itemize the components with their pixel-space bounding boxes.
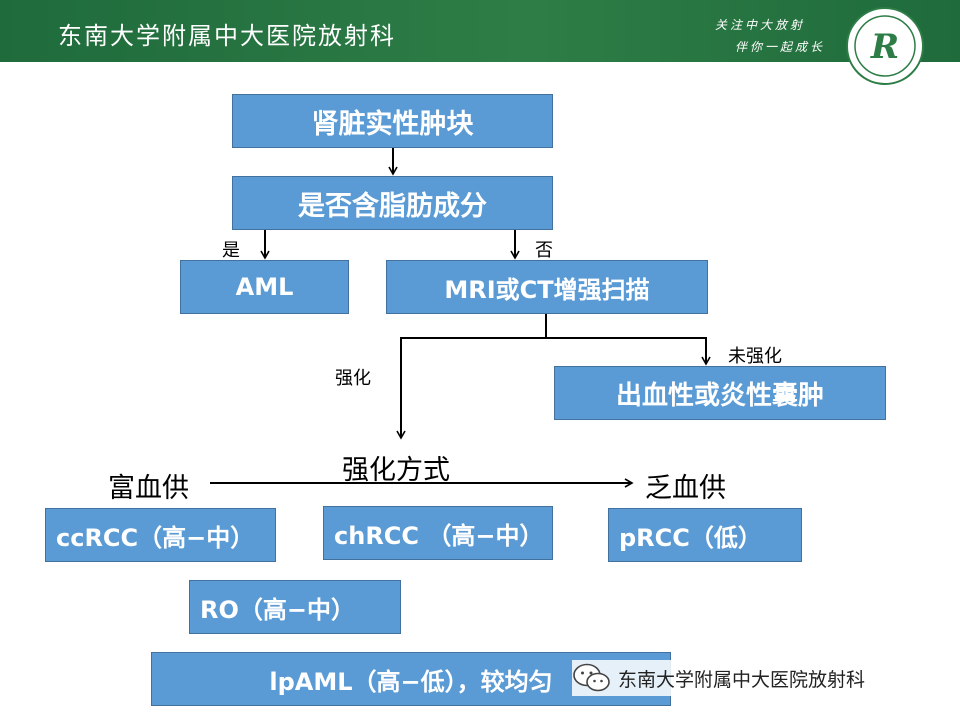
label-hypervascular: 富血供: [108, 473, 189, 504]
connector-unenhanced: [546, 337, 711, 366]
label-enhancement-pattern: 强化方式: [342, 455, 450, 486]
hospital-logo-icon: R: [846, 7, 924, 85]
wechat-icon: [573, 663, 610, 692]
label-unenhanced: 未强化: [728, 346, 782, 367]
node-chrcc: chRCC （高−中）: [323, 506, 553, 560]
node-renal-solid-mass: 肾脏实性肿块: [232, 94, 553, 148]
node-hemorrhagic-cyst: 出血性或炎性囊肿: [554, 366, 886, 420]
header-title: 东南大学附属中大医院放射科: [58, 22, 396, 50]
node-mri-ct-scan: MRI或CT增强扫描: [386, 260, 708, 314]
slogan-line-1: 关注中大放射: [715, 18, 806, 32]
logo-letter: R: [870, 27, 899, 67]
slogan-line-2: 伴你一起成长: [735, 40, 826, 54]
label-no: 否: [535, 240, 553, 261]
label-enhanced: 强化: [335, 368, 371, 389]
node-ro: RO（高−中）: [189, 580, 401, 634]
wechat-watermark: 东南大学附属中大医院放射科: [572, 660, 870, 696]
node-aml: AML: [180, 260, 349, 314]
header-bar: 东南大学附属中大医院放射科 关注中大放射 伴你一起成长: [0, 0, 960, 62]
label-yes: 是: [222, 240, 240, 261]
label-hypovascular: 乏血供: [645, 473, 726, 504]
node-prcc: pRCC（低）: [608, 508, 802, 562]
watermark-text: 东南大学附属中大医院放射科: [618, 668, 866, 691]
node-ccrcc: ccRCC（高−中）: [45, 508, 276, 562]
connector-enhanced: [396, 337, 546, 440]
node-fat-content: 是否含脂肪成分: [232, 176, 553, 230]
